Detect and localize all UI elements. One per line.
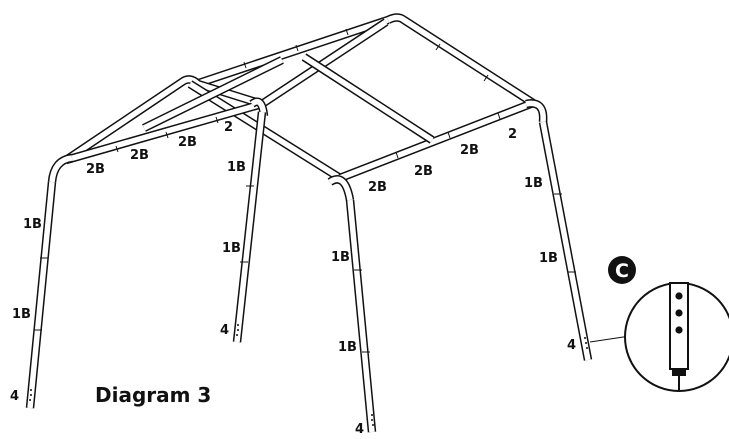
- label-1b: 1B: [338, 340, 357, 355]
- label-1b: 1B: [222, 241, 241, 256]
- label-4: 4: [10, 389, 19, 404]
- label-2b: 2B: [414, 164, 433, 179]
- label-2b: 2B: [368, 180, 387, 195]
- label-1b: 1B: [331, 250, 350, 265]
- label-1b: 1B: [227, 160, 246, 175]
- foot-labels: 4 4 4 4: [10, 323, 576, 437]
- label-2b: 2B: [86, 162, 105, 177]
- label-1b: 1B: [524, 176, 543, 191]
- joint-ticks: [34, 28, 576, 353]
- diagram-title: Diagram 3: [95, 383, 211, 407]
- label-2: 2: [508, 127, 517, 142]
- label-4: 4: [355, 422, 364, 437]
- label-4: 4: [220, 323, 229, 338]
- label-2b: 2B: [460, 143, 479, 158]
- top-section-labels: 2B 2B 2B 2 2B 2B 2B 2: [86, 120, 517, 195]
- leg-section-labels: 1B 1B 1B 1B 1B 1B 1B 1B: [12, 160, 558, 355]
- label-1b: 1B: [12, 307, 31, 322]
- detail-badge-circle: [608, 256, 636, 284]
- leg-feet-holes: [29, 324, 588, 426]
- label-4: 4: [567, 338, 576, 353]
- detail-badge-letter: C: [615, 260, 629, 282]
- detail-callout-c: C: [589, 256, 729, 392]
- label-2: 2: [224, 120, 233, 135]
- label-1b: 1B: [23, 217, 42, 232]
- frame-tubes: [25, 13, 593, 433]
- label-2b: 2B: [178, 135, 197, 150]
- label-2b: 2B: [130, 148, 149, 163]
- label-1b: 1B: [539, 251, 558, 266]
